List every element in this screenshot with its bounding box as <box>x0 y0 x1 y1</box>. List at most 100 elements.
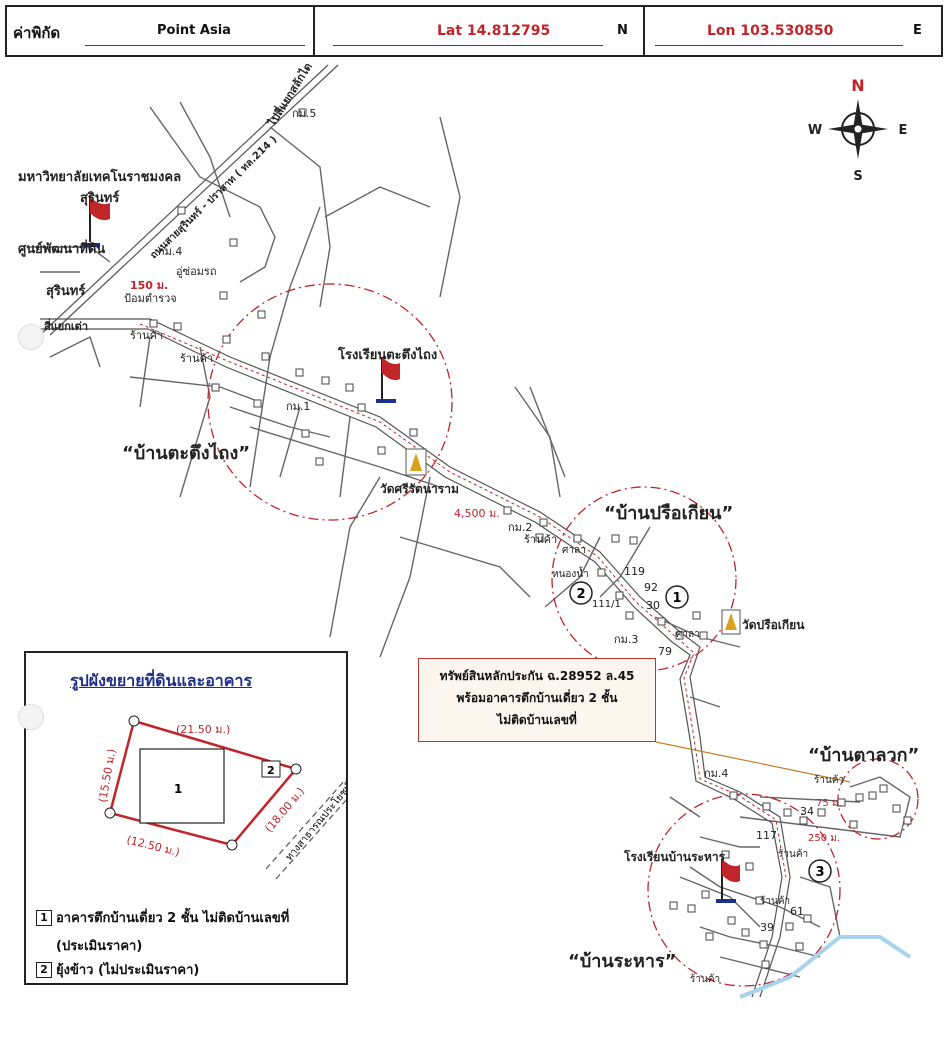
lon-underline <box>655 45 903 46</box>
house-num-111: 111/1 <box>592 599 621 610</box>
distance-250: 250 ม. <box>808 833 840 844</box>
km5-marker: กม.5 <box>292 107 316 120</box>
compass-s: S <box>853 169 862 184</box>
house-num-61: 61 <box>790 905 804 918</box>
school-flag-icon <box>716 859 740 903</box>
callout-line-1: ทรัพย์สินหลักประกัน ฉ.28952 ล.45 <box>439 669 635 683</box>
shop-label-5: ร้านค้า <box>778 848 808 860</box>
lon-dir: E <box>913 23 922 38</box>
legend-title: รูปผังขยายที่ดินและอาคาร <box>70 671 253 690</box>
house-num-34: 34 <box>800 805 814 818</box>
callout-line-2: พร้อมอาคารตึกบ้านเดี่ยว 2 ชั้น <box>456 691 618 705</box>
lon-value: Lon 103.530850 <box>707 23 834 39</box>
shop-label-1: ร้านค้า <box>130 329 163 342</box>
house-num-39: 39 <box>760 921 774 934</box>
km1-marker: กม.1 <box>286 400 310 413</box>
pond-label: หนองน้ำ <box>552 566 589 580</box>
site-plan-diagram: 1 2 (21.50 ม.) (15.50 ม.) (12.50 ม.) (18… <box>96 715 346 880</box>
legend-item-2-num: 2 <box>36 961 52 978</box>
km4-marker-a: กม.4 <box>158 245 182 258</box>
village-label-1: “บ้านตะตึงไถง” <box>122 442 250 464</box>
marker-3: 3 <box>808 859 832 883</box>
house-num-79: 79 <box>658 645 672 658</box>
legend-item-1-num: 1 <box>36 909 52 926</box>
collateral-callout: ทรัพย์สินหลักประกัน ฉ.28952 ล.45 พร้อมอา… <box>418 658 656 742</box>
junction-label: สี่แยกเต่า <box>44 318 88 333</box>
land-center-label: ศูนย์พัฒนาที่ดิน <box>18 239 105 257</box>
lon-cell: Lon 103.530850 E <box>645 7 941 55</box>
compass-n: N <box>851 76 864 95</box>
shop-label-2: ร้านค้า <box>180 352 213 365</box>
village-label-3: “บ้านตาลวก” <box>808 745 919 766</box>
legend-item-2-text: ยุ้งข้าว (ไม่ประเมินราคา) <box>56 963 200 978</box>
lat-cell: Lat 14.812795 N <box>315 7 645 55</box>
shop-label-4: ร้านค้า <box>814 774 844 786</box>
sala-label-1: ศาลา <box>562 545 586 556</box>
village-label-2: “บ้านปรือเกียน” <box>604 503 733 524</box>
shop-label-7: ร้านค้า <box>690 973 720 985</box>
distance-150: 150 ม. <box>130 279 168 292</box>
callout-leader <box>655 741 851 783</box>
marker-1-label: 1 <box>672 591 681 606</box>
point-cell: ค่าพิกัด Point Asia <box>7 7 315 55</box>
km2-marker: กม.2 <box>508 521 532 534</box>
binder-hole <box>18 704 44 730</box>
legend-item-1-sub: (ประเมินราคา) <box>56 939 143 954</box>
compass-w: W <box>808 123 822 138</box>
river <box>739 935 912 999</box>
highway-road <box>39 64 339 336</box>
marker-1: 1 <box>665 585 689 609</box>
legend-building-num: 1 <box>174 782 182 796</box>
lat-value: Lat 14.812795 <box>437 23 551 39</box>
point-underline <box>85 45 305 46</box>
legend-dim-top: (21.50 ม.) <box>176 723 230 736</box>
distance-4500: 4,500 ม. <box>454 507 500 520</box>
legend-dim-right: (18.00 ม.) <box>262 785 307 835</box>
school-flag-icon <box>376 357 400 403</box>
school-flag-icon <box>82 197 110 247</box>
coord-label: ค่าพิกัด <box>13 24 61 42</box>
school-label-1: โรงเรียนตะตึงไถง <box>337 346 437 363</box>
shop-label-6: ร้านค้า <box>760 895 790 907</box>
main-village-road <box>40 318 791 998</box>
legend-dim-bottom: (12.50 ม.) <box>125 833 181 859</box>
highway-label: ถนนสายสุรินทร์ - ปราสาท ( ทล.214 ) <box>148 134 280 262</box>
house-num-117: 117 <box>756 829 777 842</box>
distance-75: 75 ม. <box>816 798 842 809</box>
temple-icon <box>721 609 741 635</box>
callout-line-3: ไม่ติดบ้านเลขที่ <box>497 713 577 727</box>
village-label-4: “บ้านระหาร” <box>568 951 676 972</box>
temple-icon <box>405 448 427 476</box>
house-num-92: 92 <box>644 581 658 594</box>
land-center-label-2: สุรินทร์ <box>46 283 85 299</box>
university-label-2: สุรินทร์ <box>80 190 119 206</box>
legend-item-2: 2 ยุ้งข้าว (ไม่ประเมินราคา) <box>36 959 199 980</box>
house-num-119: 119 <box>624 565 645 578</box>
house-symbols <box>149 108 912 969</box>
university-label: มหาวิทยาลัยเทคโนราชมงคล <box>18 168 181 185</box>
house-num-30: 30 <box>646 599 660 612</box>
legend-item-1-text: อาคารตึกบ้านเดี่ยว 2 ชั้น ไม่ติดบ้านเลขท… <box>56 911 290 926</box>
km3-marker: กม.3 <box>614 633 638 646</box>
police-label: ป้อมตำรวจ <box>124 292 177 305</box>
school-label-2: โรงเรียนบ้านระหาร <box>623 849 726 864</box>
coordinate-header: ค่าพิกัด Point Asia Lat 14.812795 N Lon … <box>5 5 943 57</box>
shop-label-3: ร้านค้า <box>524 533 557 546</box>
site-plan-legend: รูปผังขยายที่ดินและอาคาร 1 2 (21.50 ม.) … <box>24 651 348 985</box>
km4-marker-b: กม.4 <box>704 767 728 780</box>
marker-2-label: 2 <box>576 587 585 602</box>
sala-label-2: ศาลา <box>676 629 700 640</box>
lat-underline <box>333 45 603 46</box>
compass-e: E <box>899 123 908 138</box>
temple-label-1: วัดศรีรัตนาราม <box>380 482 459 496</box>
binder-hole <box>18 324 44 350</box>
point-name: Point Asia <box>157 23 231 38</box>
temple-label-2: วัดปรือเกียน <box>742 618 805 632</box>
garage-label: อู่ซ่อมรถ <box>176 265 217 278</box>
location-map: N S W E มหาวิทยาลัยเทคโนราชมงคล สุรินทร์… <box>18 59 919 999</box>
compass-rose-icon <box>828 99 888 159</box>
marker-2: 2 <box>569 581 593 605</box>
marker-3-label: 3 <box>815 865 824 880</box>
legend-item-1: 1 อาคารตึกบ้านเดี่ยว 2 ชั้น ไม่ติดบ้านเล… <box>36 907 289 928</box>
lat-dir: N <box>617 23 628 38</box>
